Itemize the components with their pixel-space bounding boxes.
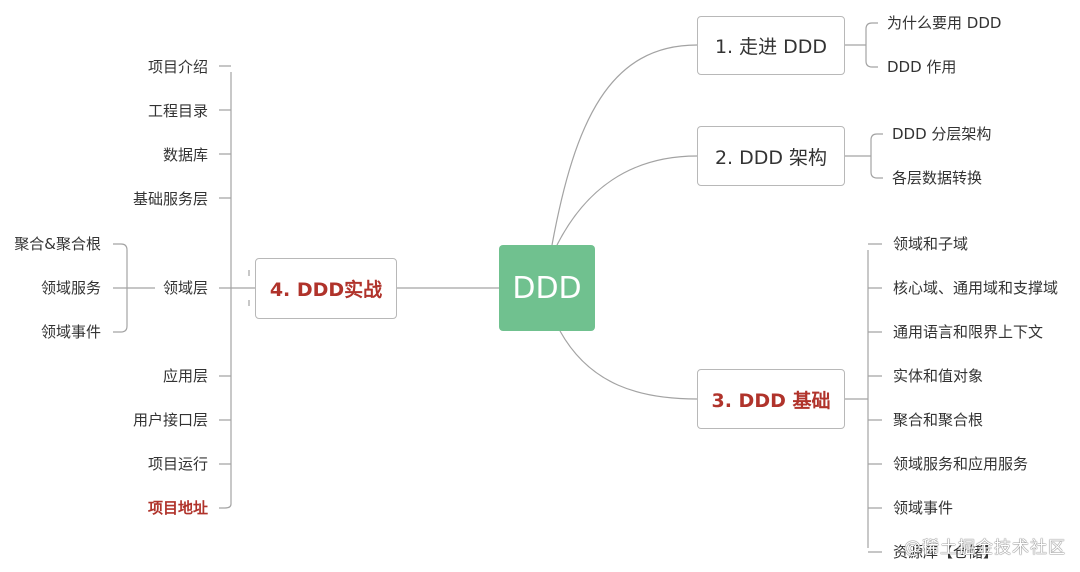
branch2-title: 2. DDD 架构 [714,146,828,169]
connector-root-branch1 [551,44,698,246]
branch4-child-4: 基础服务层 [132,190,208,208]
branch4-child-6: 应用层 [162,367,208,385]
branch4-title: 4. DDD实战 [269,279,383,301]
connector-domain-layer-children [113,243,155,333]
domain-layer-child-1: 聚合&聚合根 [14,235,101,253]
branch3-child-6: 领域服务和应用服务 [893,455,1029,473]
domain-layer-child-2: 领域服务 [40,279,101,297]
branch1-topic[interactable]: 1. 走进 DDD [697,16,845,75]
branch3-child-8: 资源库【仓储】 [893,543,999,561]
branch1-child-1: 为什么要用 DDD [887,14,1002,32]
connector-root-branch2 [556,155,698,246]
watermark: @稀土掘金技术社区 [904,538,1066,558]
connector-branch2-children [845,133,883,179]
branch1-title: 1. 走进 DDD [714,36,828,58]
connector-root-branch3 [559,330,698,400]
branch3-title: 3. DDD 基础 [711,389,831,412]
branch3-child-2: 核心域、通用域和支撑域 [893,279,1059,297]
connector-branch1-children [845,22,878,68]
branch2-child-2: 各层数据转换 [892,169,983,187]
branch3-child-5: 聚合和聚合根 [893,411,984,429]
root-node[interactable]: DDD [499,245,595,331]
branch3-topic[interactable]: 3. DDD 基础 [697,369,845,429]
branch4-child-1: 项目介绍 [147,58,208,76]
branch4-child-7: 用户接口层 [132,411,208,429]
branch2-topic[interactable]: 2. DDD 架构 [697,126,845,186]
connector-branch4-children [219,65,255,509]
branch3-child-7: 领域事件 [893,499,954,517]
branch4-child-9: 项目地址 [147,499,208,517]
branch3-child-1: 领域和子域 [893,235,969,253]
branch4-child-5: 领域层 [162,279,208,297]
branch4-child-3: 数据库 [162,146,208,164]
branch4-child-8: 项目运行 [147,455,208,473]
connector-branch3-children [845,243,882,553]
branch4-topic[interactable]: 4. DDD实战 [255,258,397,319]
branch3-child-4: 实体和值对象 [893,367,984,385]
root-label: DDD [512,270,582,306]
branch3-child-3: 通用语言和限界上下文 [893,323,1044,341]
branch2-child-1: DDD 分层架构 [892,125,992,143]
branch1-child-2: DDD 作用 [887,58,957,76]
domain-layer-child-3: 领域事件 [40,323,101,341]
branch4-child-2: 工程目录 [147,102,208,120]
